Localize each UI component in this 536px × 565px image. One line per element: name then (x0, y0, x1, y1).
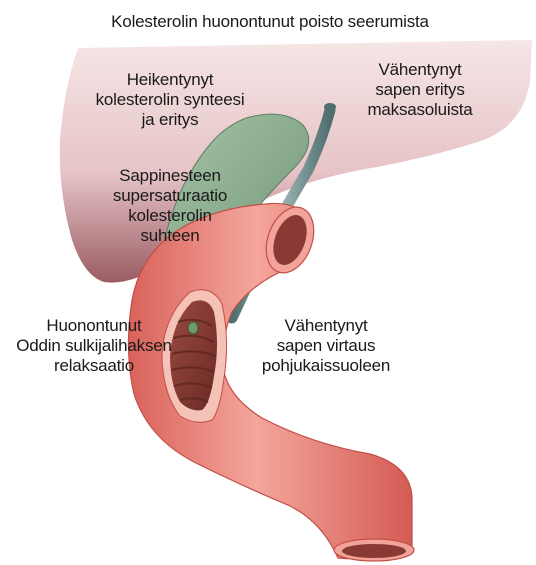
label-supersaturation: Sappinesteen supersaturaatio kolesteroli… (85, 166, 255, 246)
diagram-title: Kolesterolin huonontunut poisto seerumis… (90, 12, 450, 32)
label-secretion: Vähentynyt sapen eritys maksasoluista (330, 60, 510, 120)
label-synthesis: Heikentynyt kolesterolin synteesi ja eri… (70, 70, 270, 130)
label-flow: Vähentynyt sapen virtaus pohjukaissuolee… (236, 316, 416, 376)
label-sphincter: Huonontunut Oddin sulkijalihaksen relaks… (4, 316, 184, 376)
ampulla-papilla (188, 322, 198, 334)
